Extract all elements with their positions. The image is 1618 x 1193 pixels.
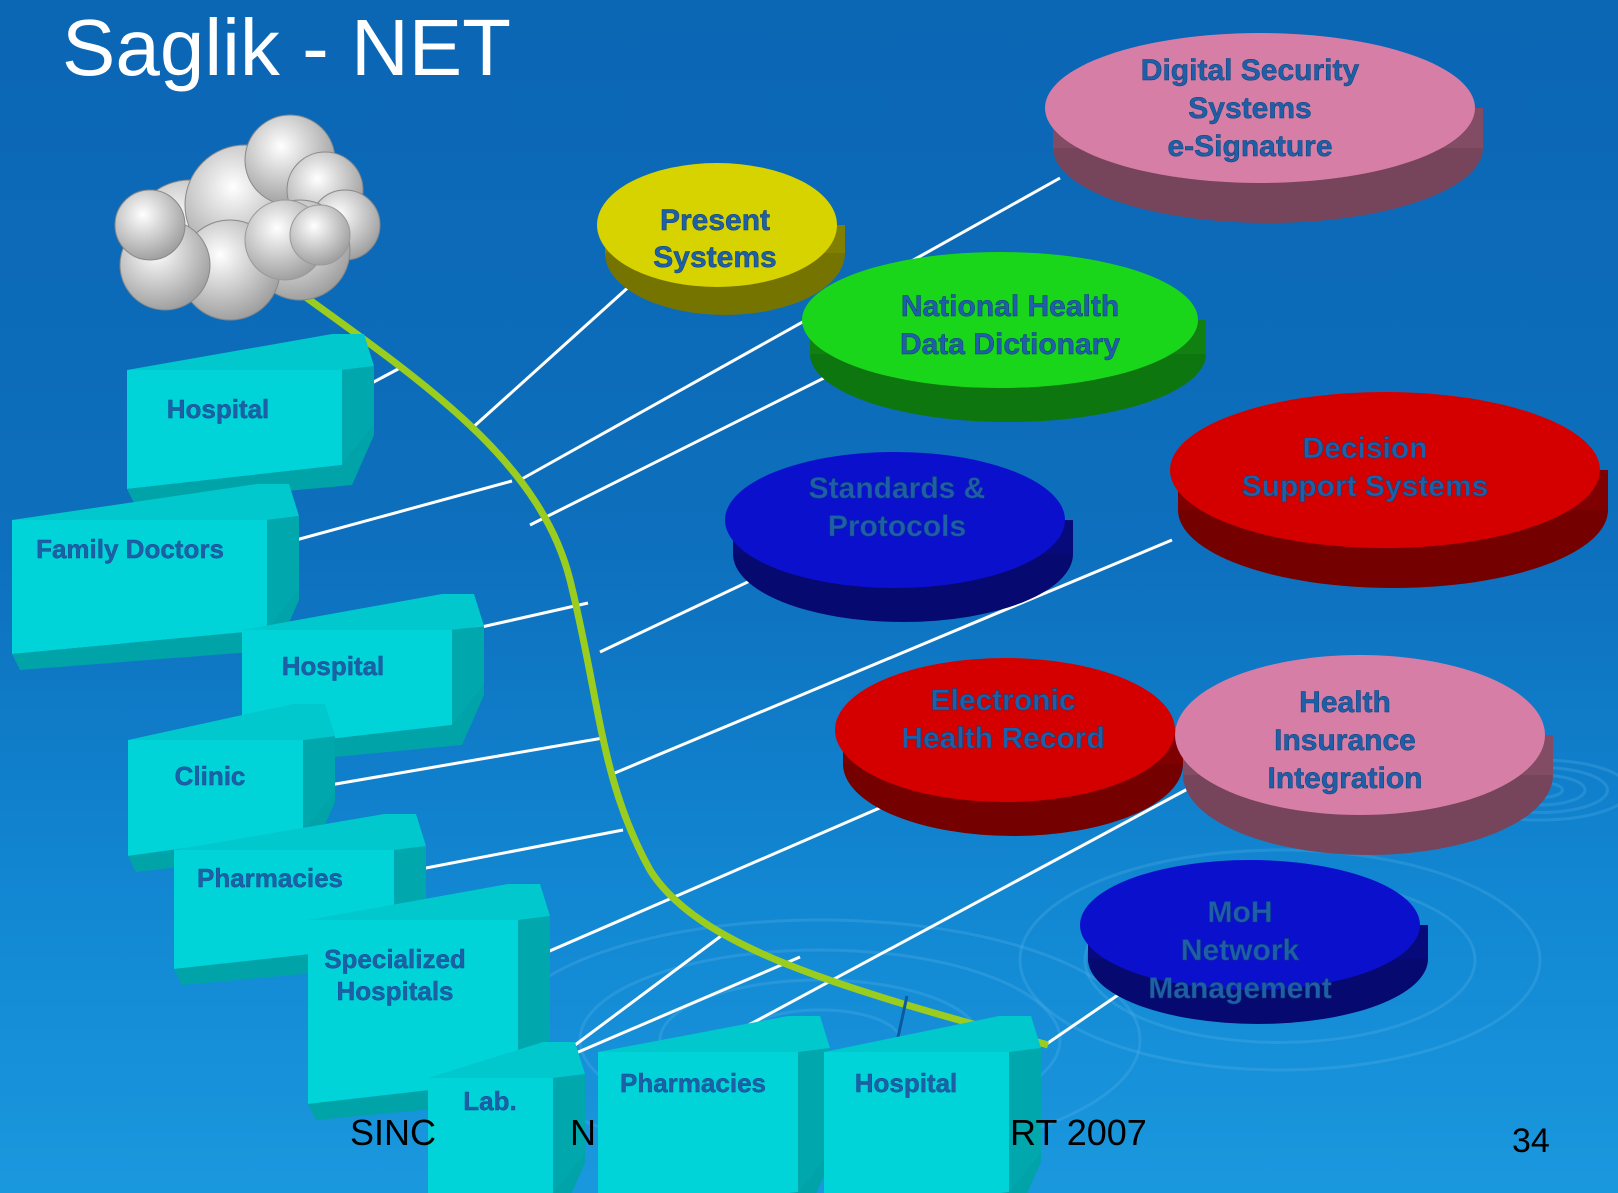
service-label: Systems <box>1188 92 1311 125</box>
endpoint-box-hospital-1: Hospital <box>127 334 374 505</box>
service-label: Network <box>1181 934 1300 967</box>
endpoint-box-pharmacies-2: Pharmacies <box>598 1016 830 1193</box>
connector-line <box>468 281 635 432</box>
connector-line <box>399 828 624 875</box>
service-label: Health Record <box>901 722 1104 755</box>
connector-line <box>609 538 1173 777</box>
connector-line <box>514 795 906 968</box>
service-label: MoH <box>1208 896 1273 929</box>
connector-line <box>599 568 774 654</box>
service-label: Management <box>1148 972 1331 1005</box>
service-label: Integration <box>1268 762 1423 795</box>
footer-left: SINC <box>350 1112 437 1153</box>
service-label: National Health <box>901 290 1119 323</box>
page-number: 34 <box>1512 1122 1550 1160</box>
service-disc-standards-protocols: Standards & Protocols <box>725 452 1073 622</box>
connector-line <box>729 783 1196 1037</box>
endpoint-label: Specialized <box>324 944 466 974</box>
endpoint-box-lab: Lab. <box>428 1042 585 1193</box>
ripple-decoration <box>1018 848 1542 1072</box>
endpoint-label: Pharmacies <box>620 1068 766 1098</box>
service-label: Digital Security <box>1141 54 1360 87</box>
cloud-icon <box>114 114 381 321</box>
connector-line <box>329 736 604 787</box>
service-label: Systems <box>653 241 776 274</box>
footer-middle: N <box>570 1112 596 1153</box>
service-label: Insurance <box>1274 724 1416 757</box>
endpoint-box-hospital-3: Hospital <box>824 1016 1041 1193</box>
connector-line <box>1044 993 1119 1047</box>
endpoint-box-family-doctors: Family Doctors <box>12 484 299 670</box>
endpoint-label: Hospital <box>282 651 385 681</box>
service-label: Present <box>660 204 770 237</box>
endpoint-label: Hospitals <box>336 976 453 1006</box>
service-label: Data Dictionary <box>900 328 1120 361</box>
endpoint-label: Clinic <box>175 761 246 791</box>
backbone-link <box>297 290 1049 1049</box>
service-label: e-Signature <box>1167 130 1332 163</box>
slide-title: Saglik - NET <box>62 3 511 92</box>
service-label: Standards & <box>809 472 986 505</box>
connector-line <box>529 373 831 527</box>
connector-line <box>284 479 513 545</box>
footer-right: RT 2007 <box>1010 1112 1147 1153</box>
service-label: Health <box>1299 686 1391 719</box>
connector-line <box>519 176 1061 482</box>
endpoint-label: Lab. <box>463 1086 516 1116</box>
endpoint-label: Hospital <box>167 394 270 424</box>
connector-line <box>547 955 801 1067</box>
service-label: Electronic <box>930 684 1075 717</box>
endpoint-label: Pharmacies <box>197 863 343 893</box>
service-label: Decision <box>1302 432 1427 465</box>
service-label: Support Systems <box>1242 470 1489 503</box>
footer: SINC N RT 2007 <box>350 1112 1170 1154</box>
service-label: Protocols <box>828 510 966 543</box>
connector-line <box>554 931 726 1062</box>
endpoint-label: Hospital <box>855 1068 958 1098</box>
endpoint-label: Family Doctors <box>36 534 224 564</box>
